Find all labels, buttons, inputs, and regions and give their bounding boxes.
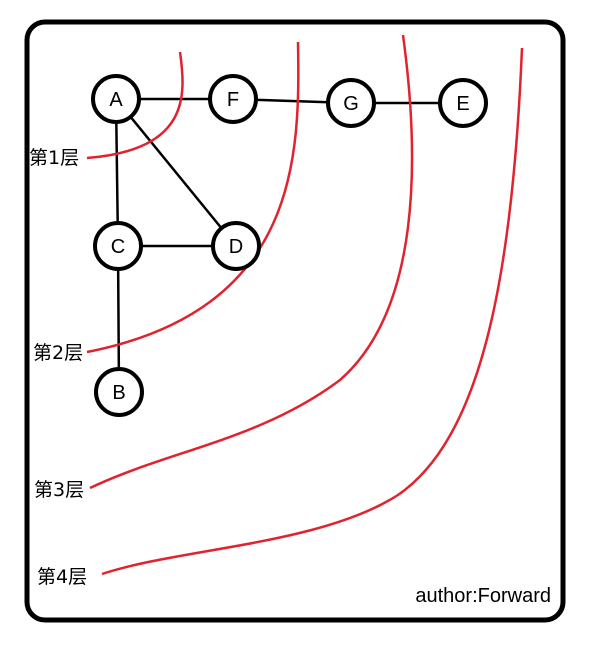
layer-4-label: 第4层 [37, 566, 87, 588]
node-circle [326, 78, 376, 128]
node-label: D [229, 236, 243, 258]
layer-2-label: 第2层 [33, 342, 83, 364]
node-label: F [227, 89, 239, 111]
layer-2-boundary-curve [86, 41, 300, 354]
node-circle [93, 221, 143, 271]
author-label: author:Forward [415, 585, 551, 607]
layer-curve-group [86, 34, 524, 576]
edge-a-d [115, 98, 237, 247]
layer-1-boundary-curve [86, 51, 184, 160]
node-circle [91, 74, 141, 124]
node-label: A [109, 89, 123, 111]
node-g: G [326, 78, 376, 128]
node-group: A F G E C D B [91, 74, 488, 417]
layer-4-boundary-curve [101, 47, 524, 576]
node-circle [211, 221, 261, 271]
node-e: E [438, 78, 488, 128]
node-b: B [94, 367, 144, 417]
node-circle [94, 367, 144, 417]
node-label: C [111, 236, 125, 258]
node-c: C [93, 221, 143, 271]
node-label: B [112, 382, 125, 404]
layer-3-boundary-curve [89, 34, 414, 490]
layer-1-label: 第1层 [29, 147, 79, 169]
node-circle [208, 74, 258, 124]
node-d: D [211, 221, 261, 271]
layer-3-label: 第3层 [34, 479, 84, 501]
node-circle [438, 78, 488, 128]
node-f: F [208, 74, 258, 124]
diagram-frame [24, 19, 566, 623]
node-a: A [91, 74, 141, 124]
node-label: E [456, 93, 469, 115]
node-label: G [343, 93, 359, 115]
